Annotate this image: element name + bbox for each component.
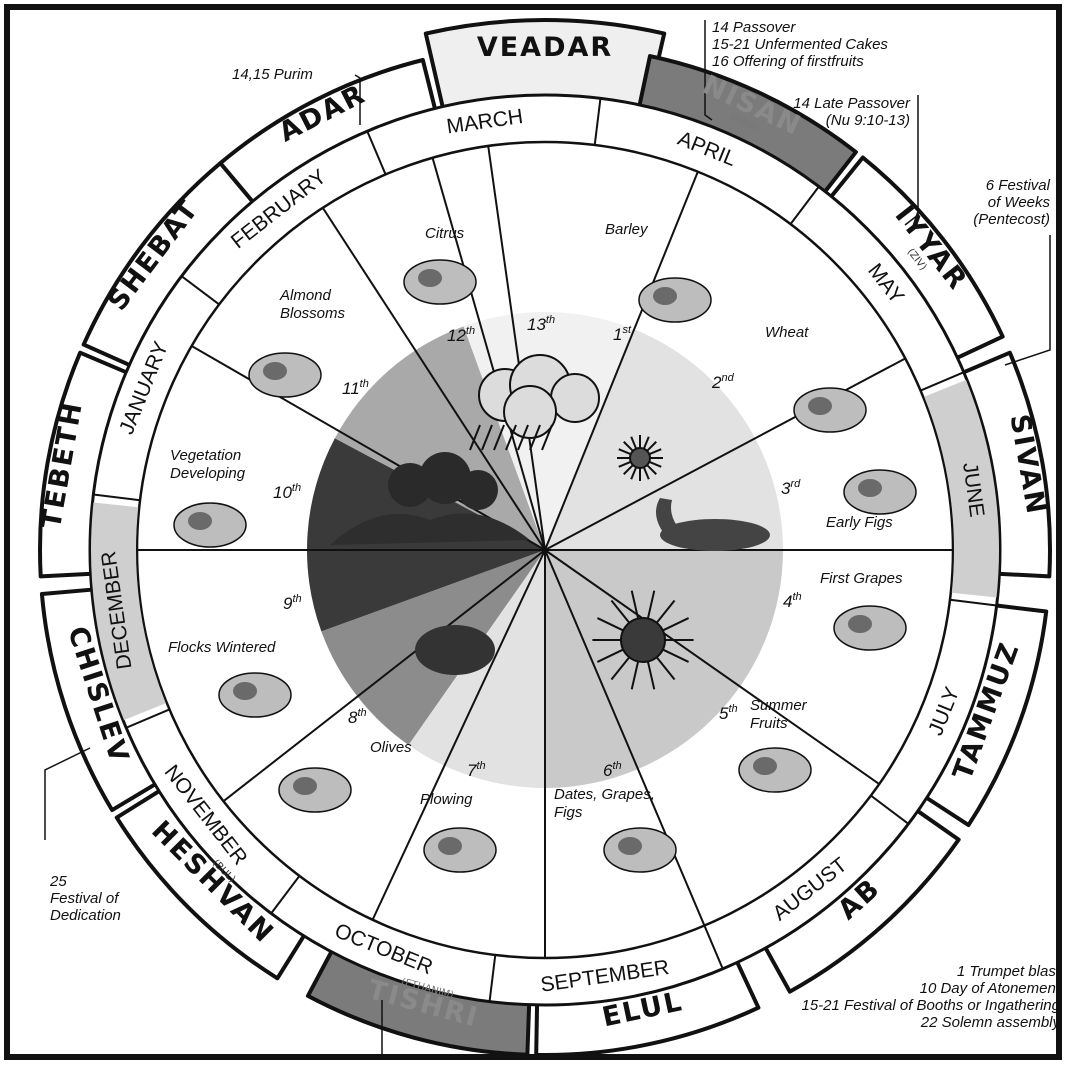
note-festival-of-weeks: 6 Festival of Weeks (Pentecost) [930,177,1050,228]
olive-icon [279,768,351,812]
segment-label-12: Citrus [425,225,465,242]
note-purim: 14,15 Purim [232,66,313,83]
grapes-icon [834,606,906,650]
note-day-of-atonement: 10 Day of Atonement [690,980,1060,997]
dates-icon [604,828,676,872]
note-tishri-festivals: 1 Trumpet blast 10 Day of Atonement 15-2… [690,963,1060,1031]
callout-leader-4 [45,748,90,840]
segment-label-8: Olives [370,739,412,756]
barley-icon [639,278,711,322]
note-solemn-assembly: 22 Solemn assembly [690,1014,1060,1031]
note-nisan-festivals: 14 Passover 15-21 Unfermented Cakes 16 O… [712,19,888,70]
fig-icon [844,470,916,514]
note-festival-of-booths: 15-21 Festival of Booths or Ingathering [690,997,1060,1014]
citrus-icon [404,260,476,304]
segment-label-3: Early Figs [826,514,893,531]
note-trumpet-blast: 1 Trumpet blast [690,963,1060,980]
vegetation-icon [174,503,246,547]
note-firstfruits: 16 Offering of firstfruits [712,53,888,70]
callout-leader-3 [1005,235,1050,365]
segment-label-9: Flocks Wintered [168,639,276,656]
note-late-passover: 14 Late Passover (Nu 9:10-13) [735,95,910,129]
fruit-basket-icon [739,748,811,792]
wheat-icon [794,388,866,432]
note-unfermented-cakes: 15-21 Unfermented Cakes [712,36,888,53]
segment-label-1: Barley [605,221,649,238]
note-passover: 14 Passover [712,19,888,36]
sun-icon [617,435,663,481]
note-festival-of-dedication: 25 Festival of Dedication [50,873,121,924]
segment-label-7: Plowing [420,791,473,808]
segment-label-2: Wheat [765,324,809,341]
hebrew-month-veadar: VEADAR [477,32,613,63]
plow-icon [424,828,496,872]
segment-label-4: First Grapes [820,570,903,587]
almond-icon [249,353,321,397]
ox-icon [415,625,495,675]
sheep-icon [219,673,291,717]
